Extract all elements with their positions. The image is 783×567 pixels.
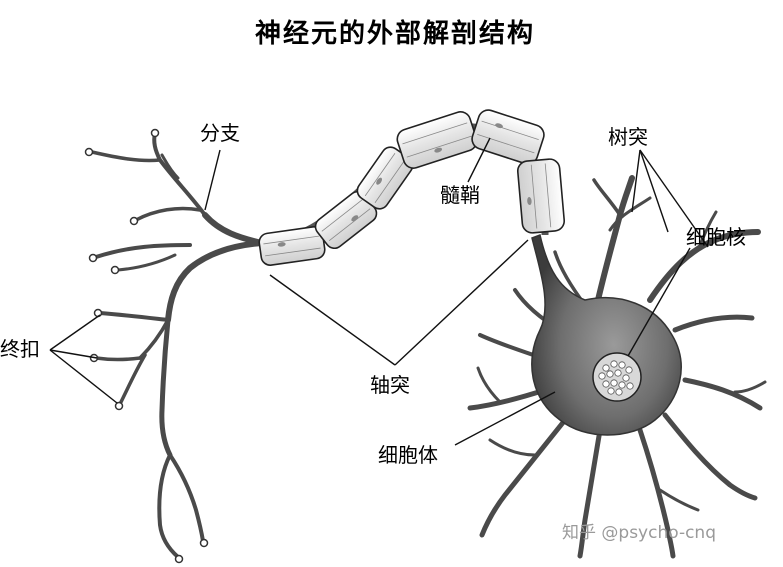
label-branch: 分支: [200, 121, 240, 145]
watermark: 知乎 @psycho-cnq: [562, 523, 716, 543]
myelin-sheath: [258, 107, 565, 266]
label-soma: 细胞体: [378, 443, 438, 467]
label-nucleus: 细胞核: [686, 225, 746, 249]
label-terminal: 终扣: [0, 337, 40, 361]
label-myelin: 髓鞘: [440, 183, 480, 207]
diagram-title: 神经元的外部解剖结构: [255, 18, 535, 49]
label-dendrite: 树突: [608, 125, 648, 149]
label-axon: 轴突: [370, 373, 410, 397]
axon-terminal-tree: [92, 133, 262, 557]
